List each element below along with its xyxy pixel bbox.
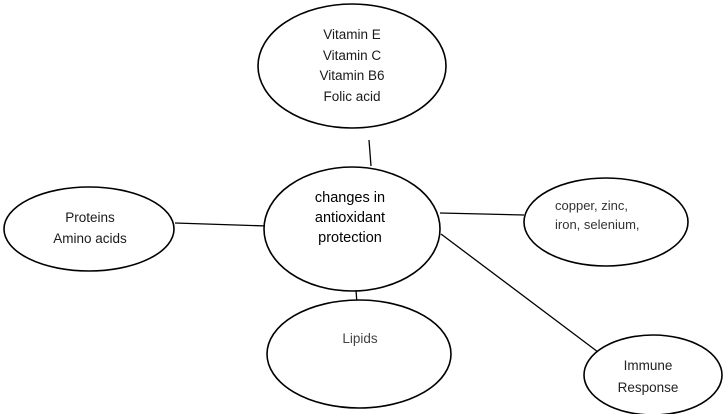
node-lipids: Lipids	[310, 329, 410, 349]
node-proteins-ellipse	[3, 186, 175, 272]
center-line: antioxidant	[314, 210, 386, 226]
lipids-line: Lipids	[342, 331, 378, 346]
node-vitamins: Vitamin E Vitamin C Vitamin B6 Folic aci…	[282, 25, 422, 107]
node-minerals: copper, zinc, iron, selenium,	[555, 196, 665, 234]
vitamins-line: Folic acid	[323, 88, 381, 104]
immune-line: Response	[617, 380, 679, 395]
center-line: protection	[318, 230, 382, 246]
proteins-line: Amino acids	[53, 231, 127, 246]
edge-center-vitamins	[368, 139, 372, 167]
edge-center-immune	[440, 233, 599, 353]
minerals-line: copper, zinc,	[555, 198, 628, 213]
node-minerals-ellipse	[523, 177, 689, 267]
vitamins-line: Vitamin B6	[319, 68, 385, 83]
edge-center-minerals	[439, 212, 525, 216]
node-vitamins-ellipse	[257, 3, 447, 129]
node-immune: Immune Response	[603, 355, 693, 399]
node-center-ellipse	[263, 166, 441, 292]
node-proteins: Proteins Amino acids	[30, 207, 150, 249]
center-line: changes in	[314, 190, 386, 206]
node-immune-ellipse	[583, 334, 723, 414]
proteins-line: Proteins	[65, 210, 115, 225]
vitamins-line: Vitamin C	[322, 47, 382, 63]
edge-center-proteins	[174, 222, 268, 227]
immune-line: Immune	[623, 358, 673, 373]
node-center: changes in antioxidant protection	[282, 188, 418, 248]
node-lipids-ellipse	[266, 299, 452, 409]
vitamins-line: Vitamin E	[323, 27, 381, 42]
minerals-line: iron, selenium,	[555, 217, 640, 232]
